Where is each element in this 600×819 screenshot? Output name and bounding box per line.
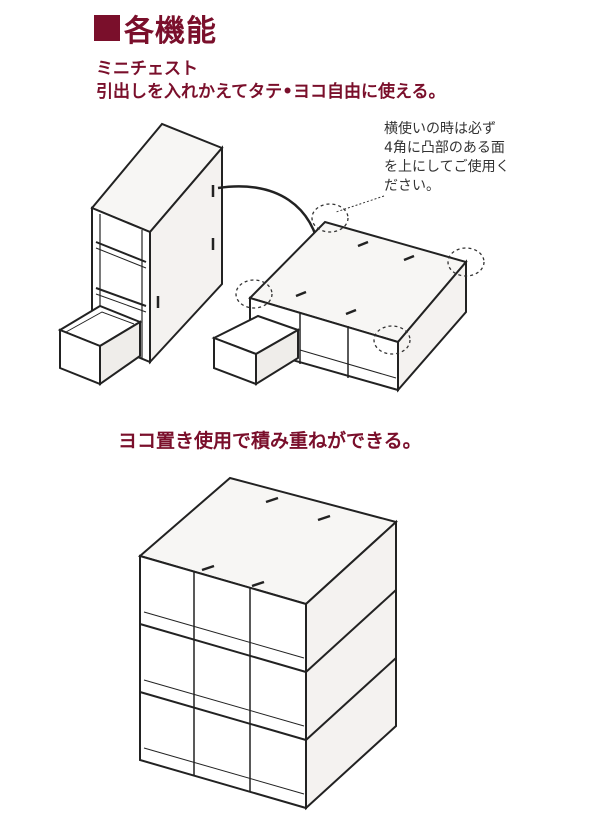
stacking-caption: ヨコ置き使用で積み重ねができる。 <box>118 430 422 452</box>
horizontal-chest-illustration <box>211 220 468 393</box>
usage-note-line: を上にしてご使用く <box>384 159 510 175</box>
vertical-chest-illustration <box>57 122 224 386</box>
corner-highlight-circles <box>235 203 485 355</box>
dashed-circle-icon <box>235 279 273 309</box>
usage-note-line: ださい。 <box>384 178 440 194</box>
section-heading: 各機能 <box>94 6 217 50</box>
dashed-circle-icon <box>311 203 349 233</box>
product-name: ミニチェスト <box>96 59 198 79</box>
heading-square-icon <box>94 15 120 41</box>
page-title: 各機能 <box>124 14 217 49</box>
dashed-circle-icon <box>373 325 411 355</box>
usage-note: 横使いの時は必ず 4角に凸部のある面 を上にしてご使用く ださい。 <box>384 120 510 196</box>
feature-description: 引出しを入れかえてタテ•ヨコ自由に使える。 <box>96 82 446 102</box>
stacked-chests-illustration <box>137 476 399 811</box>
note-leader-line <box>335 195 385 213</box>
dashed-circle-icon <box>447 247 485 277</box>
usage-note-line: 横使いの時は必ず <box>384 121 496 137</box>
usage-note-line: 4角に凸部のある面 <box>384 140 505 156</box>
